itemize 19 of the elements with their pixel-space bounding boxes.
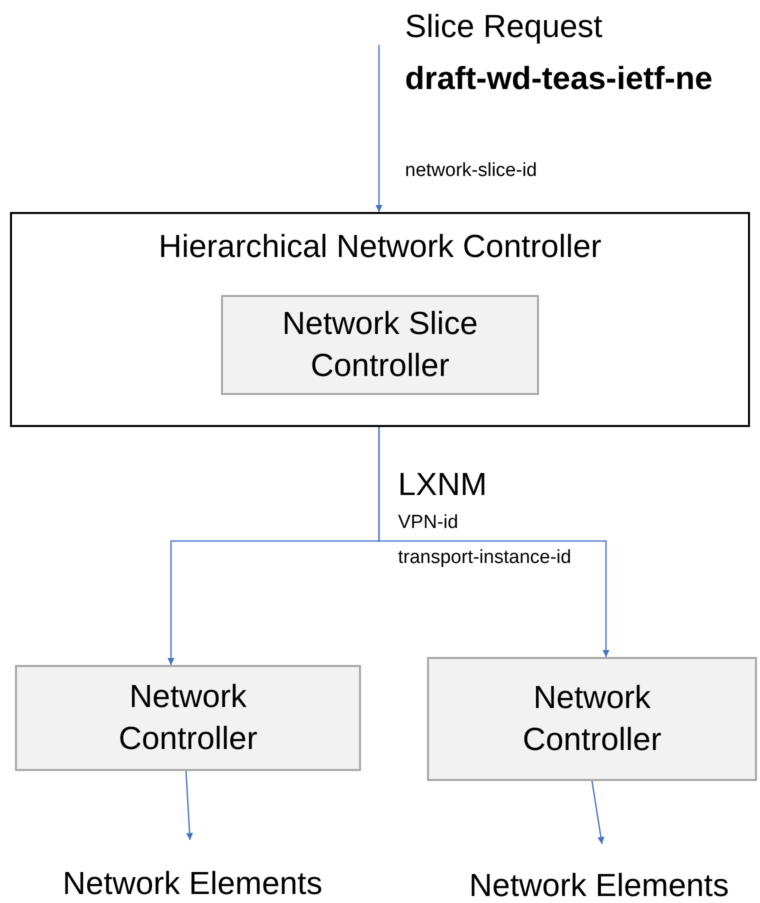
node-label: Network Elements [62, 864, 322, 903]
node-label: Network Elements [469, 866, 729, 903]
arrow [185, 770, 194, 840]
controller-box [427, 657, 757, 781]
box-title: Network Controller [118, 677, 258, 758]
arrow [376, 45, 382, 212]
controller-box [10, 212, 750, 427]
interface-label: LXNM [398, 466, 487, 503]
box-title: Network Slice Controller [281, 304, 479, 385]
heading-text: Slice Request [405, 8, 602, 45]
box-title: Network Controller [522, 678, 662, 759]
controller-box [221, 295, 539, 395]
interface-label: VPN-id [398, 512, 458, 534]
interface-label: transport-instance-id [398, 547, 572, 569]
arrow [378, 427, 610, 657]
controller-box [15, 665, 361, 771]
heading-text: draft-wd-teas-ietf-ne [405, 60, 713, 97]
box-title: Hierarchical Network Controller [158, 227, 602, 266]
arrow [591, 780, 604, 844]
